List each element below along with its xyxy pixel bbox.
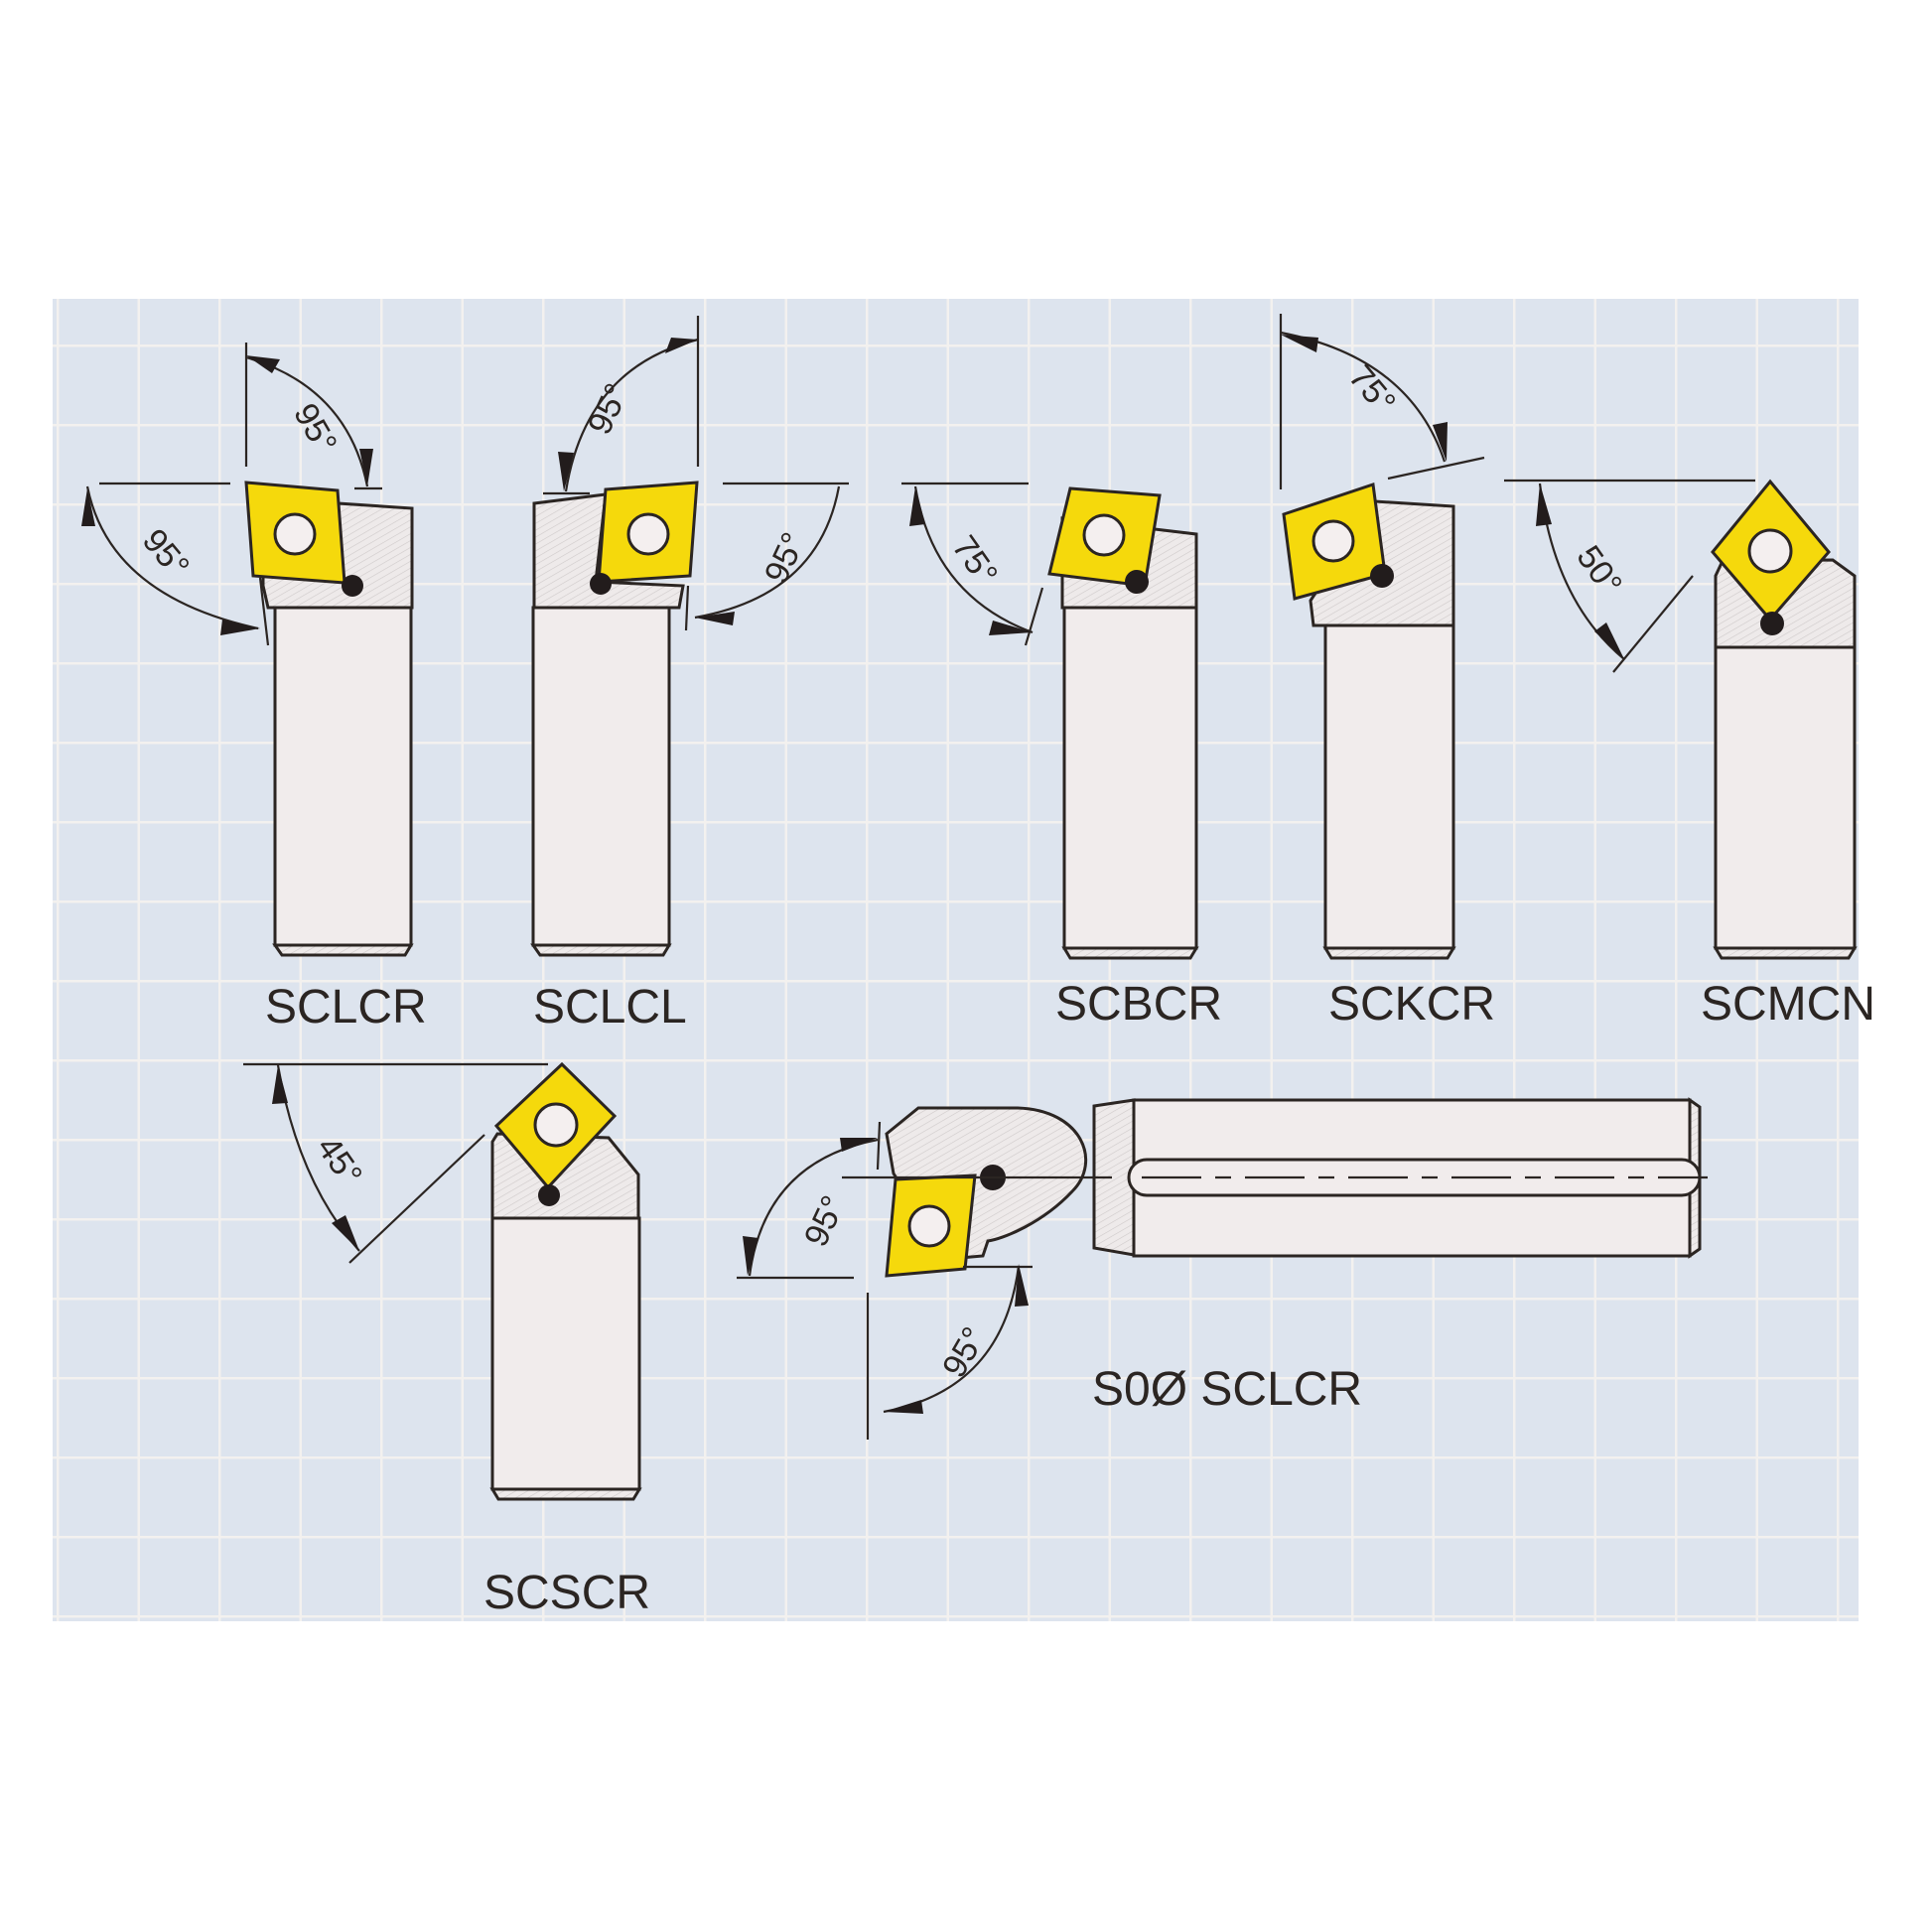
pin-icon xyxy=(590,573,612,595)
pin-icon xyxy=(1760,612,1784,635)
tool-label: S0Ø SCLCR xyxy=(1092,1363,1362,1416)
tool-label: SCMCN xyxy=(1701,978,1875,1031)
tool-label: SCSCR xyxy=(483,1567,650,1619)
tool-label: SCKCR xyxy=(1328,978,1495,1031)
tool-sclcr: 95° 95° SCLCR xyxy=(81,343,427,1034)
pin-icon xyxy=(1370,564,1394,588)
tool-scmcn: 50° SCMCN xyxy=(1504,479,1875,1031)
tool-label: SCLCL xyxy=(533,981,687,1034)
pin-icon xyxy=(1125,570,1149,594)
tool-label: SCLCR xyxy=(265,981,427,1034)
pin-icon xyxy=(538,1184,560,1206)
pin-icon xyxy=(342,575,363,597)
tool-scbcr: 75° SCBCR xyxy=(901,482,1222,1031)
tool-label: SCBCR xyxy=(1055,978,1222,1031)
tool-sclcl: 95° 95° SCLCL xyxy=(530,316,849,1034)
tool-sckcr: 75° SCKCR xyxy=(1279,314,1495,1031)
tool-scscr: 45° SCSCR xyxy=(243,1061,650,1619)
